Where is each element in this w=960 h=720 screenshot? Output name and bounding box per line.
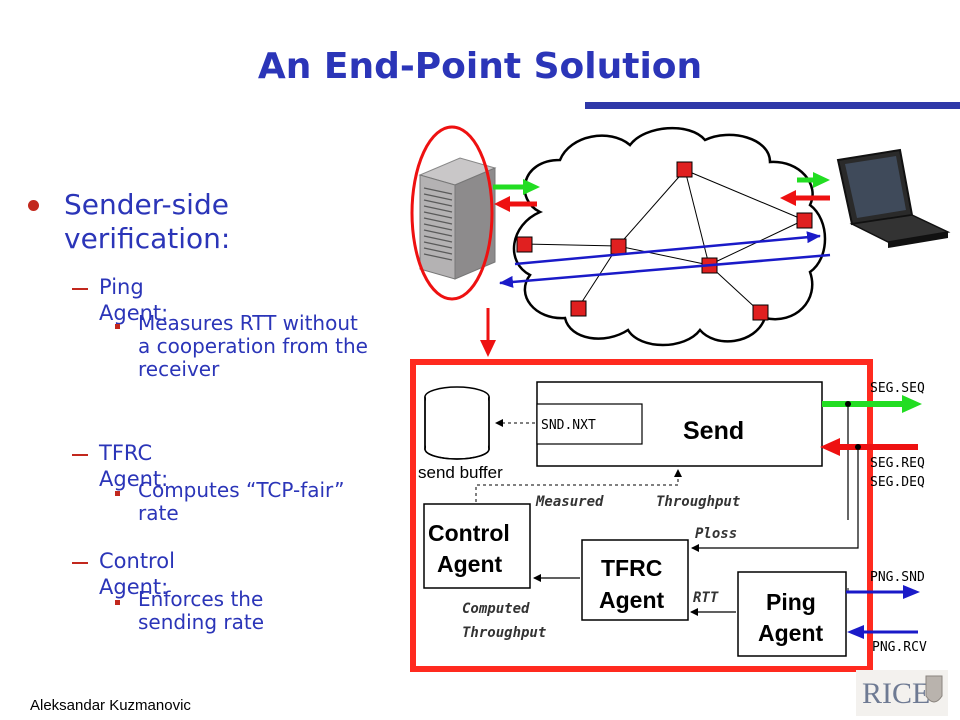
server-highlight-ellipse	[410, 125, 494, 301]
png-rcv-label: PNG.RCV	[872, 640, 927, 655]
send-buffer-label: send buffer	[418, 463, 503, 482]
dash-marker	[72, 454, 88, 456]
rice-logo: RICE	[856, 670, 948, 716]
footer-author: Aleksandar Kuzmanovic	[30, 697, 191, 714]
ping-agent-label: Ping	[766, 589, 816, 615]
zoom-arrow-head	[480, 340, 496, 357]
seg-deq-label: SEG.DEQ	[870, 475, 925, 490]
png-snd-label: PNG.SND	[870, 570, 925, 585]
send-buffer-cylinder	[424, 386, 490, 460]
snd-nxt-box	[536, 403, 643, 445]
router-node	[570, 300, 587, 317]
computed-label: Computed	[462, 601, 530, 617]
png-rcv-arrow-head	[847, 625, 864, 639]
throughput-label: Throughput	[656, 494, 740, 510]
measured-label: Measured	[535, 494, 604, 510]
ping-agent-box	[737, 571, 847, 657]
measured-throughput-path	[475, 469, 682, 502]
traffic-arrows	[493, 172, 830, 212]
rtt-label: RTT	[693, 590, 719, 606]
bullet-ping-agent: Ping Agent:	[99, 275, 169, 325]
bullet-computes-rate: Computes “TCP-fair” rate	[138, 478, 345, 525]
control-agent-box	[423, 503, 531, 589]
title-underline	[585, 102, 960, 109]
ploss-path	[691, 448, 859, 552]
svg-text:RICE: RICE	[862, 677, 930, 710]
router-node	[516, 236, 533, 253]
square-marker	[115, 324, 120, 329]
server-icon	[418, 157, 497, 280]
computed-throughput-label: Throughput	[462, 625, 546, 641]
router-node	[610, 238, 627, 255]
ploss-label: Ploss	[695, 526, 737, 542]
square-marker	[115, 491, 120, 496]
seg-seq-arrow-head	[902, 395, 922, 413]
bullet-control-agent: Control Agent:	[99, 549, 175, 599]
seg-seq-junction	[845, 401, 851, 407]
ping-agent-label: Agent	[758, 620, 824, 646]
network-cloud	[512, 126, 827, 347]
tfrc-agent-label: Agent	[599, 587, 665, 613]
dash-marker	[72, 288, 88, 290]
send-label: Send	[683, 417, 744, 445]
sender-detail-frame	[410, 359, 873, 672]
slide-title: An End-Point Solution	[257, 46, 703, 87]
seg-seq-label: SEG.SEQ	[870, 381, 925, 396]
laptop-icon	[836, 148, 951, 248]
tfrc-agent-box	[581, 539, 689, 621]
bullet-enforces-rate: Enforces the sending rate	[138, 587, 265, 634]
dash-marker	[72, 562, 88, 564]
tfrc-agent-label: TFRC	[601, 555, 662, 581]
bullet-tfrc-agent: TFRC Agent:	[99, 441, 169, 491]
seg-req-label: SEG.REQ	[870, 456, 925, 471]
seg-req-arrow-head	[820, 438, 840, 456]
seg-req-junction	[855, 444, 861, 450]
snd-nxt-label: SND.NXT	[541, 418, 596, 433]
router-node	[752, 304, 769, 321]
router-node	[796, 212, 813, 229]
bullet-sender-side: Sender-side verification:	[64, 188, 231, 255]
square-marker	[115, 600, 120, 605]
flow-arrow-blue	[514, 231, 821, 266]
bullet-marker	[28, 200, 39, 211]
flow-arrow-blue-return	[499, 253, 831, 288]
control-agent-label: Control	[428, 520, 510, 546]
bullet-measures-rtt: Measures RTT without a cooperation from …	[138, 311, 368, 381]
control-agent-label: Agent	[437, 551, 503, 577]
router-node	[676, 161, 693, 178]
png-snd-arrow-head	[903, 585, 920, 599]
